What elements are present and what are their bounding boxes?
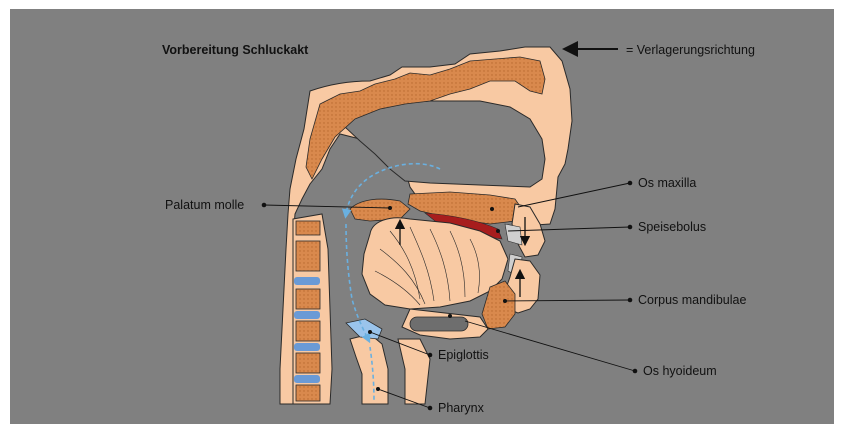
label-palatum-molle: Palatum molle <box>165 198 244 212</box>
legend-text: = Verlagerungsrichtung <box>626 43 755 57</box>
hyoid-bone <box>410 317 468 331</box>
label-speisebolus: Speisebolus <box>638 220 706 234</box>
label-corpus-mandibulae: Corpus mandibulae <box>638 293 746 307</box>
label-pharynx: Pharynx <box>438 401 484 415</box>
diagram-title: Vorbereitung Schluckakt <box>162 43 308 57</box>
label-os-maxilla: Os maxilla <box>638 176 696 190</box>
label-epiglottis: Epiglottis <box>438 348 489 362</box>
label-os-hyoideum: Os hyoideum <box>643 364 717 378</box>
diagram-canvas: Vorbereitung Schluckakt = Verlagerungsri… <box>10 9 834 424</box>
swallowing-anatomy-illustration <box>10 9 834 424</box>
